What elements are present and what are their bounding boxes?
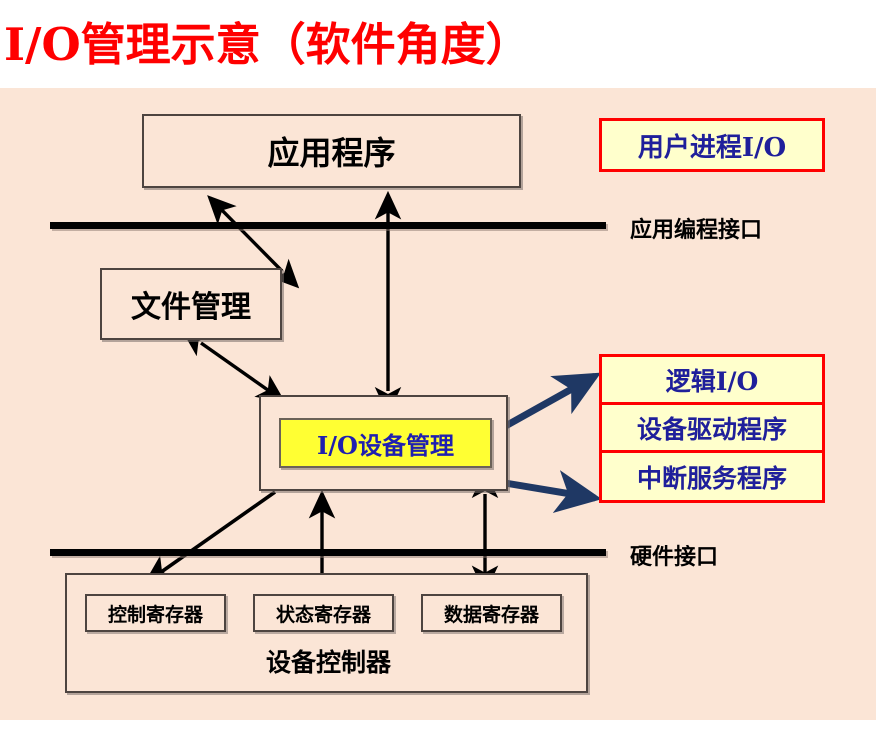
box-status-register-label: 状态寄存器 — [275, 603, 371, 626]
callout-device-driver[interactable]: 设备驱动程序 — [602, 405, 822, 453]
callout-logical-io-label: 逻辑I/O — [665, 366, 759, 396]
box-device-controller-label: 设备控制器 — [265, 648, 391, 677]
box-file-management[interactable]: 文件管理 — [100, 268, 282, 340]
callout-user-process-io[interactable]: 用户进程I/O — [599, 118, 825, 172]
callout-interrupt-service-routine[interactable]: 中断服务程序 — [602, 453, 822, 500]
box-application-program-label: 应用程序 — [267, 134, 396, 172]
arrow-iodev-interrupt-service — [492, 470, 602, 513]
arrow-app-file — [207, 195, 300, 289]
box-data-register[interactable]: 数据寄存器 — [421, 594, 562, 632]
arrow-file-iodev — [180, 328, 286, 403]
box-control-register[interactable]: 控制寄存器 — [85, 594, 226, 632]
callout-interrupt-service-routine-label: 中断服务程序 — [636, 463, 787, 493]
hardware-interface-label: 硬件接口 — [630, 544, 719, 570]
page-title: I/O管理示意（软件角度） — [4, 18, 531, 71]
box-io-device-management-label: I/O设备管理 — [317, 430, 454, 460]
box-application-program[interactable]: 应用程序 — [142, 114, 521, 188]
box-control-register-label: 控制寄存器 — [107, 603, 203, 626]
callout-device-driver-label: 设备驱动程序 — [636, 414, 787, 444]
diagram-canvas: 应用程序 应用编程接口 文件管理 I/O设备管理 硬件接口 控制寄存器 状态寄存… — [0, 88, 876, 720]
callout-kernel-layers: 逻辑I/O 设备驱动程序 中断服务程序 — [599, 354, 825, 503]
arrow-iodev-logical-io — [491, 372, 602, 437]
box-device-controller[interactable]: 控制寄存器 状态寄存器 数据寄存器 设备控制器 — [65, 573, 588, 693]
api-interface-label: 应用编程接口 — [630, 217, 763, 243]
box-io-device-management-outer[interactable]: I/O设备管理 — [259, 395, 508, 491]
arrow-iodev-control-reg — [143, 490, 277, 585]
box-status-register[interactable]: 状态寄存器 — [253, 594, 394, 632]
callout-logical-io[interactable]: 逻辑I/O — [602, 357, 822, 405]
box-io-device-management[interactable]: I/O设备管理 — [279, 418, 492, 468]
callout-user-process-io-label: 用户进程I/O — [637, 132, 787, 163]
box-file-management-label: 文件管理 — [131, 290, 251, 325]
box-data-register-label: 数据寄存器 — [443, 603, 539, 626]
api-interface-line — [50, 222, 606, 229]
hardware-interface-line — [50, 549, 606, 556]
